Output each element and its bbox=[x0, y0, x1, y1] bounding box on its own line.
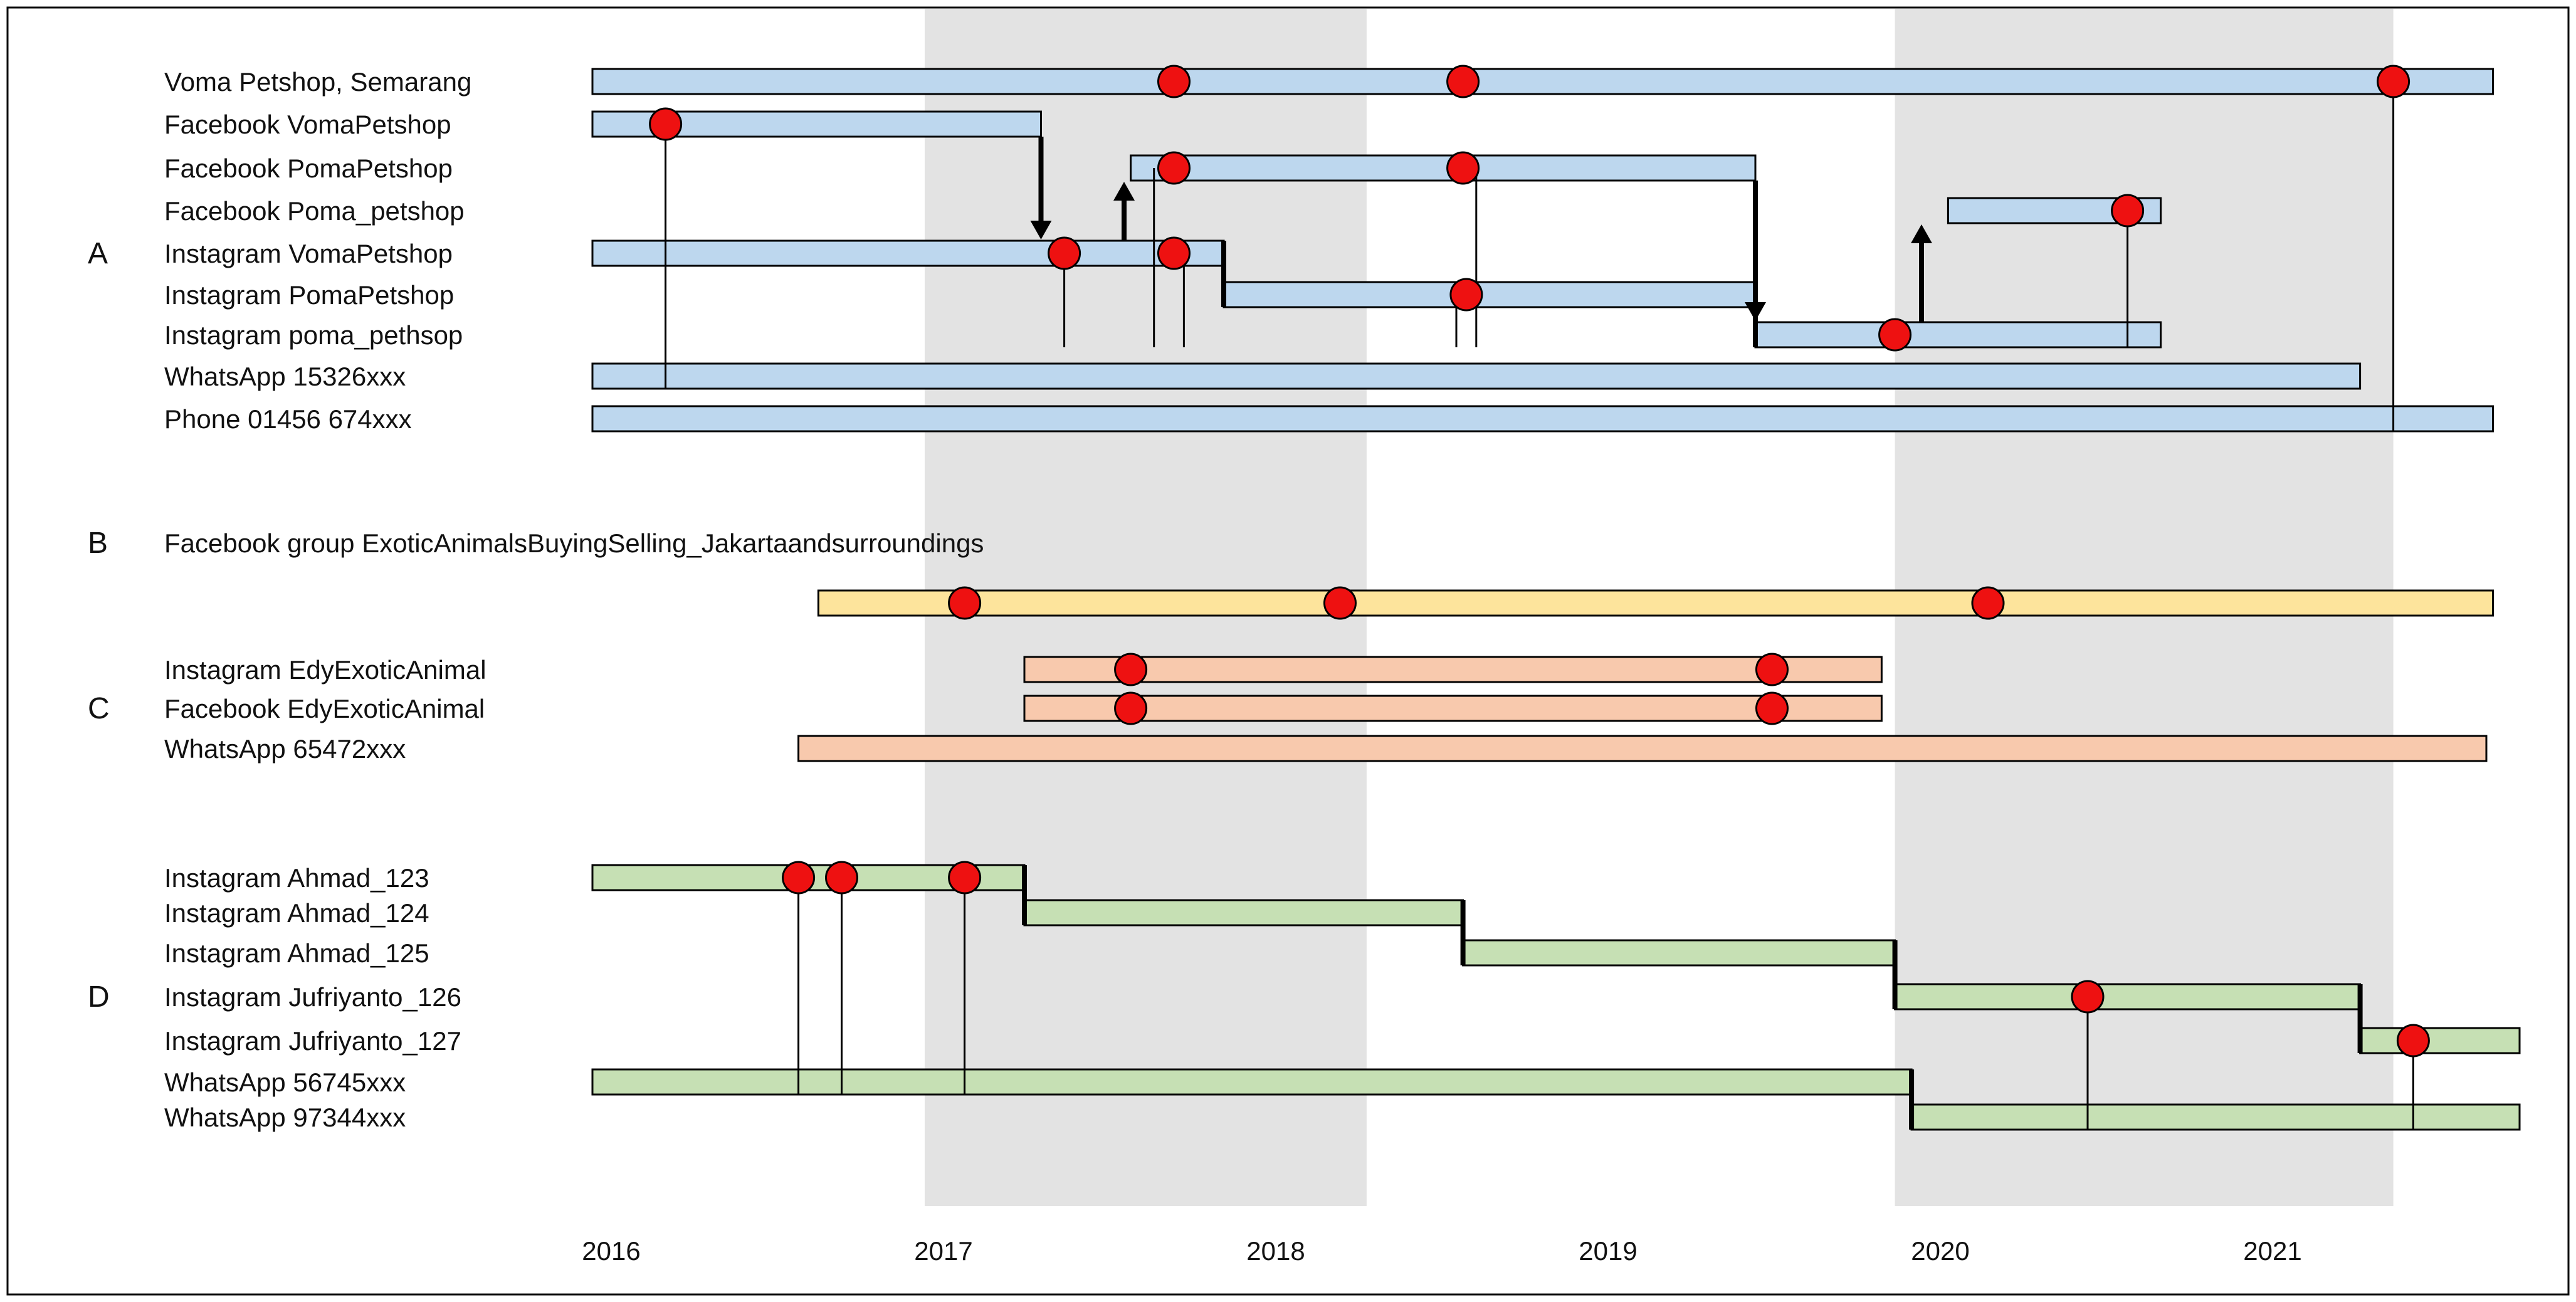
year-tick-label: 2017 bbox=[914, 1236, 972, 1266]
account-bar bbox=[797, 735, 2488, 762]
figure-border bbox=[6, 6, 2570, 1296]
account-bar bbox=[1023, 695, 1883, 722]
migration-arrow-head bbox=[1030, 221, 1052, 239]
account-bars bbox=[591, 68, 2521, 1131]
account-bar bbox=[2359, 1027, 2521, 1054]
year-tick-label: 2020 bbox=[1911, 1236, 1969, 1266]
account-bar bbox=[1130, 154, 1757, 182]
account-bar bbox=[1754, 321, 2162, 349]
event-marker bbox=[1755, 653, 1789, 686]
group-letter-c: C bbox=[88, 692, 110, 725]
account-label: Instagram Ahmad_123 bbox=[164, 863, 429, 893]
account-bar bbox=[591, 362, 2362, 390]
account-label: Instagram poma_pethsop bbox=[164, 320, 463, 350]
year-axis: 2016 2017 2018 2019 2020 2021 bbox=[582, 1236, 2301, 1266]
event-marker bbox=[1157, 151, 1191, 185]
group-b-title: Facebook group ExoticAnimalsBuyingSellin… bbox=[164, 528, 984, 558]
account-label: Instagram Ahmad_124 bbox=[164, 898, 429, 928]
year-tick-label: 2018 bbox=[1246, 1236, 1305, 1266]
event-marker bbox=[825, 861, 858, 895]
account-bar bbox=[591, 239, 1225, 267]
event-marker bbox=[2377, 65, 2410, 98]
year-tick-label: 2021 bbox=[2243, 1236, 2301, 1266]
group-letter-d: D bbox=[88, 980, 110, 1014]
event-marker bbox=[1157, 236, 1191, 270]
account-label: Voma Petshop, Semarang bbox=[164, 67, 471, 97]
account-bar bbox=[1910, 1103, 2521, 1131]
event-markers bbox=[649, 65, 2430, 1058]
event-marker bbox=[1449, 278, 1483, 312]
account-label: WhatsApp 65472xxx bbox=[164, 734, 406, 764]
event-marker bbox=[1755, 691, 1789, 725]
account-label: Instagram PomaPetshop bbox=[164, 280, 454, 310]
account-label: Facebook Poma_petshop bbox=[164, 196, 465, 226]
event-marker bbox=[1446, 151, 1480, 185]
event-marker bbox=[1878, 318, 1912, 352]
event-marker bbox=[1971, 586, 2005, 620]
group-letters: A B C D bbox=[88, 237, 110, 1014]
event-marker bbox=[1048, 236, 1081, 270]
account-bar bbox=[1023, 899, 1464, 927]
event-marker bbox=[1114, 653, 1148, 686]
event-marker bbox=[1323, 586, 1357, 620]
account-label: WhatsApp 56745xxx bbox=[164, 1068, 406, 1097]
event-marker bbox=[649, 107, 683, 141]
event-marker bbox=[2396, 1024, 2430, 1058]
account-bar bbox=[591, 405, 2495, 433]
account-bar bbox=[591, 1068, 1913, 1096]
account-label: WhatsApp 97344xxx bbox=[164, 1103, 406, 1132]
group-letter-a: A bbox=[88, 237, 108, 270]
account-label: Instagram Ahmad_125 bbox=[164, 938, 429, 968]
event-marker bbox=[2111, 194, 2145, 228]
account-label: Instagram EdyExoticAnimal bbox=[164, 655, 486, 685]
account-label: Instagram Jufriyanto_127 bbox=[164, 1026, 461, 1056]
account-label: Phone 01456 674xxx bbox=[164, 404, 412, 434]
migration-arrow-head bbox=[1911, 224, 1932, 243]
connectors bbox=[665, 81, 2414, 1130]
account-label: WhatsApp 15326xxx bbox=[164, 362, 406, 391]
group-letter-b: B bbox=[88, 527, 108, 560]
migration-arrow-head bbox=[1113, 182, 1135, 201]
account-bar bbox=[1894, 983, 2362, 1011]
event-marker bbox=[782, 861, 816, 895]
account-label: Facebook PomaPetshop bbox=[164, 154, 453, 183]
account-label: Instagram VomaPetshop bbox=[164, 239, 453, 268]
account-label: Instagram Jufriyanto_126 bbox=[164, 982, 461, 1012]
account-bar bbox=[591, 68, 2495, 95]
account-bar bbox=[1222, 281, 1757, 308]
event-marker bbox=[948, 586, 982, 620]
account-label: Facebook VomaPetshop bbox=[164, 110, 451, 139]
account-bar bbox=[1023, 656, 1883, 683]
event-marker bbox=[1446, 65, 1480, 98]
year-tick-label: 2019 bbox=[1579, 1236, 1637, 1266]
event-marker bbox=[2071, 980, 2105, 1014]
year-tick-label: 2016 bbox=[582, 1236, 640, 1266]
event-marker bbox=[1114, 691, 1148, 725]
account-label: Facebook EdyExoticAnimal bbox=[164, 694, 485, 723]
event-marker bbox=[948, 861, 982, 895]
account-bar bbox=[817, 589, 2495, 617]
account-bar bbox=[1462, 939, 1896, 967]
event-marker bbox=[1157, 65, 1191, 98]
